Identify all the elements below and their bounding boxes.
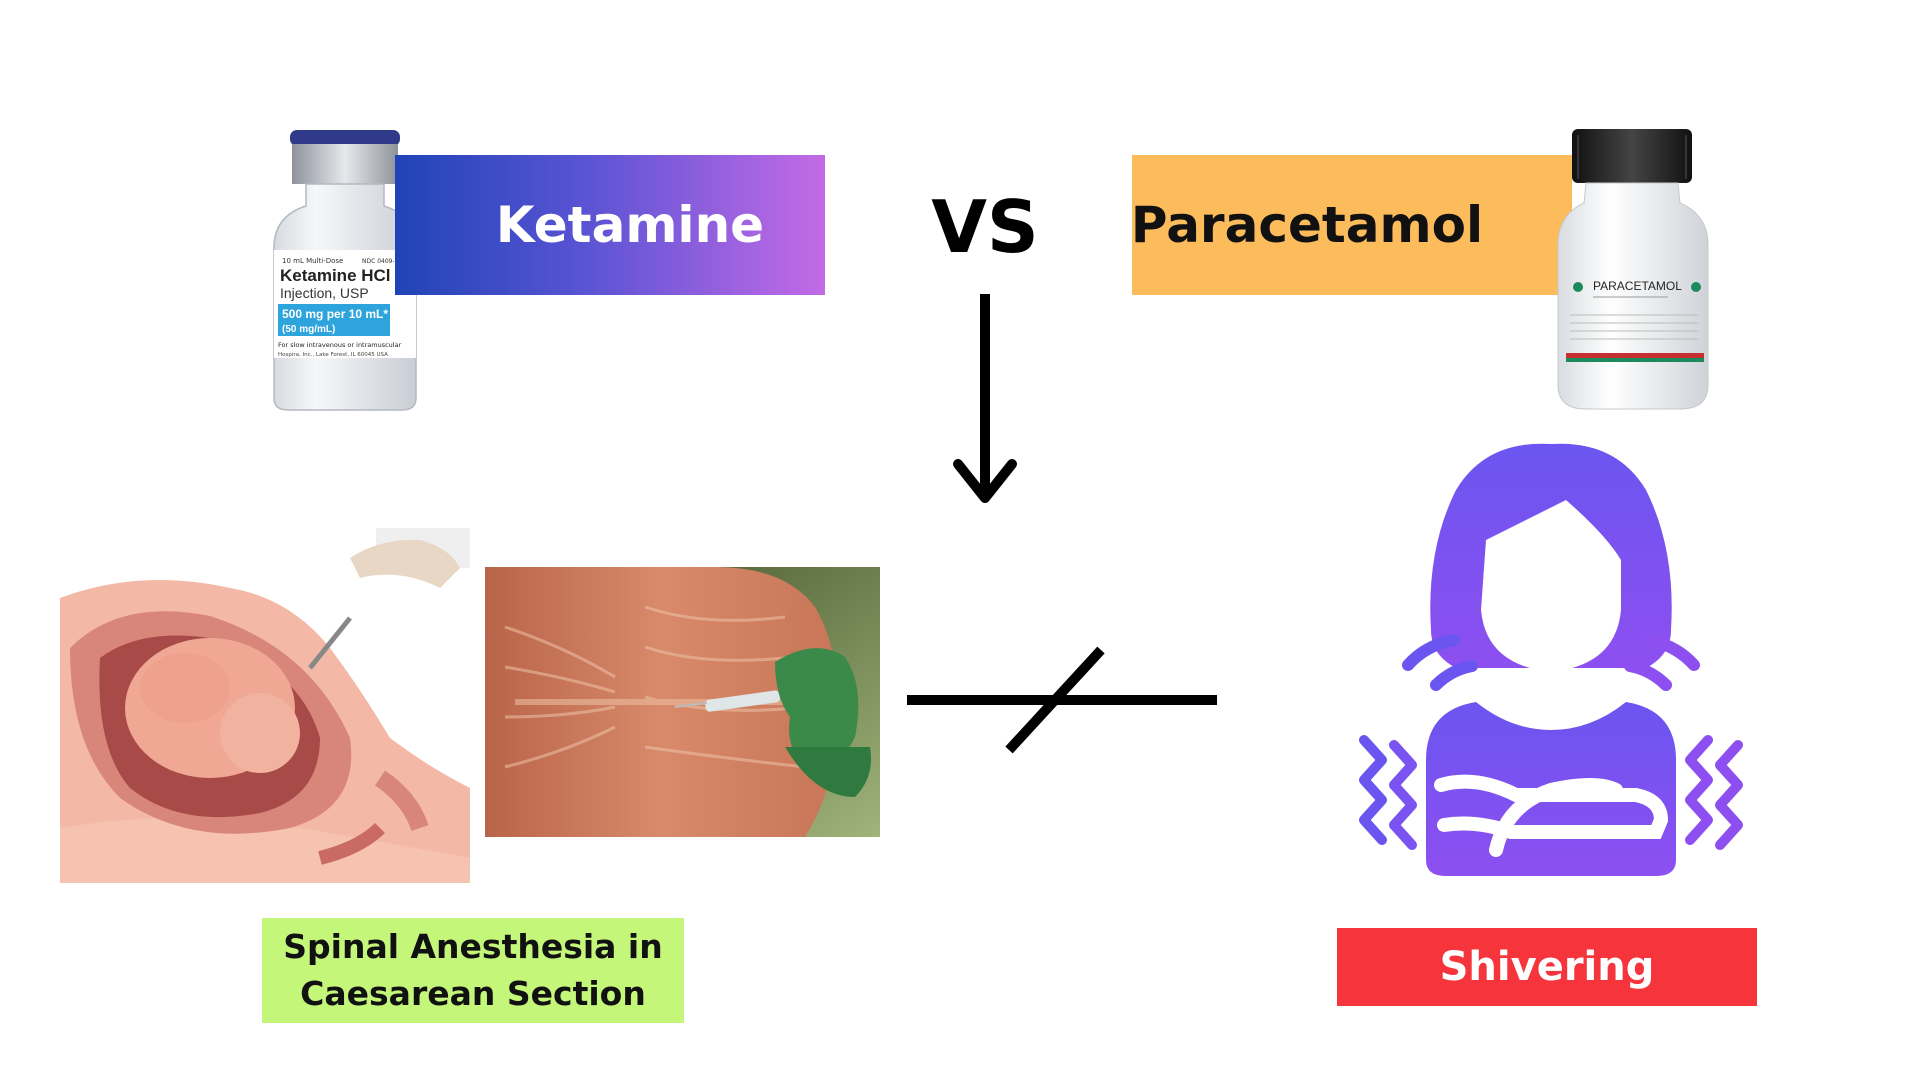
- spinal-injection-illustration: [485, 567, 880, 837]
- vial-conc-text: (50 mg/mL): [282, 324, 335, 335]
- shivering-label-text: Shivering: [1439, 944, 1655, 990]
- vial-route-text: For slow intravenous or intramuscular: [278, 341, 402, 349]
- down-arrow: [953, 294, 1017, 503]
- spinal-label-line2: Caesarean Section: [300, 973, 646, 1013]
- vial-maker-text: Hospira, Inc., Lake Forest, IL 60045 USA: [278, 352, 388, 358]
- vial-name-text: Ketamine HCl: [280, 266, 391, 285]
- shivering-label: Shivering: [1337, 928, 1757, 1006]
- paracetamol-label-text: Paracetamol: [1130, 196, 1484, 254]
- not-equal-symbol: [907, 646, 1217, 754]
- vial-dose-text: 500 mg per 10 mL*: [282, 307, 388, 321]
- paracetamol-label: Paracetamol: [1130, 155, 1572, 295]
- ketamine-label: Ketamine: [395, 155, 825, 295]
- spinal-anesthesia-label: Spinal Anesthesia in Caesarean Section: [262, 918, 684, 1023]
- spinal-label-line1: Spinal Anesthesia in: [283, 927, 663, 967]
- vial-volume-text: 10 mL Multi-Dose: [282, 257, 343, 265]
- bottle-label-text: PARACETAMOL: [1593, 279, 1682, 293]
- ketamine-vial-image: 10 mL Multi-Dose NDC 0409-2051 Ketamine …: [273, 130, 417, 411]
- paracetamol-bottle-image: PARACETAMOL: [1557, 129, 1709, 410]
- vs-label: VS: [931, 185, 1039, 269]
- ketamine-label-text: Ketamine: [495, 196, 765, 254]
- vial-form-text: Injection, USP: [280, 285, 369, 301]
- shivering-person-icon: [1359, 443, 1743, 876]
- caesarean-section-illustration: [60, 528, 470, 883]
- vial-ndc-text: NDC 0409-2051: [362, 258, 410, 265]
